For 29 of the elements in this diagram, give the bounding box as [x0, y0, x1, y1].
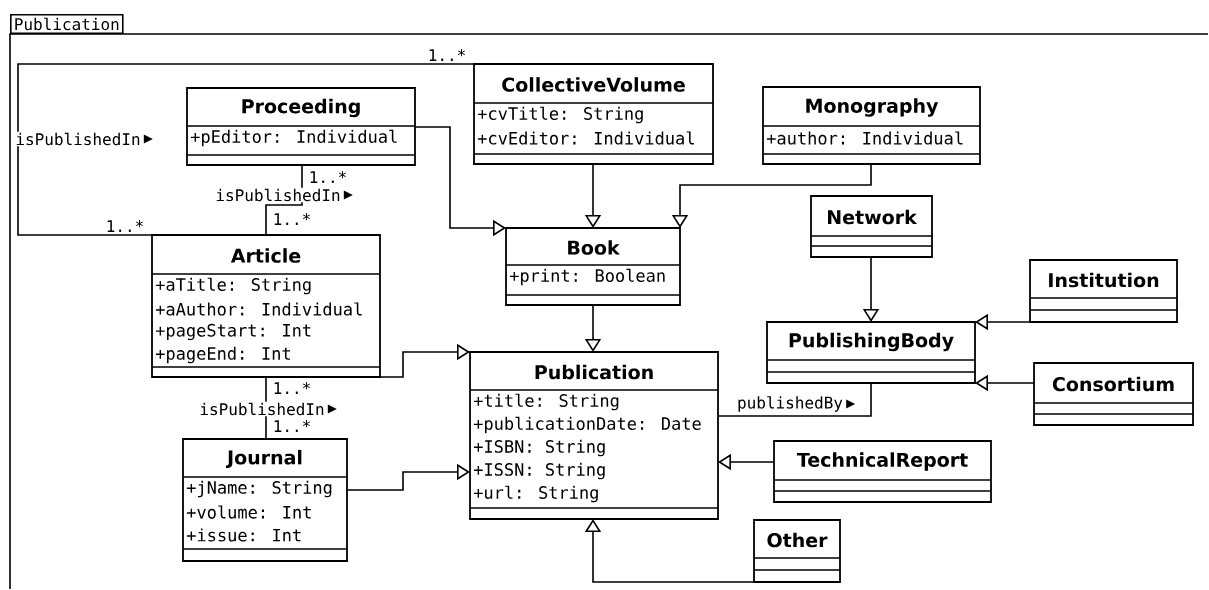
association-line	[17, 63, 475, 236]
class-box: Article +aTitle: String +aAuthor: Individual +pageStart: Int +pageEnd: Int	[151, 234, 381, 378]
generalization-arrow	[584, 519, 755, 583]
class-box: Consortium	[1033, 362, 1194, 426]
edge-label: isPublishedIn	[14, 131, 142, 147]
generalization-arrow	[346, 463, 470, 491]
class-box: Network	[810, 195, 933, 258]
class-box: Proceeding +pEditor: Individual	[186, 87, 416, 166]
class-box: Monography +author: Individual	[762, 86, 981, 165]
association-line	[265, 164, 303, 236]
class-box: TechnicalReport	[773, 440, 992, 503]
multiplicity-label: 1..*	[429, 49, 465, 61]
edge-label: isPublishedIn	[198, 401, 326, 417]
class-box: CollectiveVolume +cvTitle: String +cvEditor: Individual	[473, 63, 714, 165]
multiplicity-label: 1..*	[310, 171, 346, 183]
edge-label: isPublishedIn	[214, 187, 342, 203]
class-box: PublishingBody	[766, 321, 976, 384]
multiplicity-label: 1..*	[274, 382, 310, 394]
class-box: Publication +title: String +publicationDate: Date +ISBN: String +ISSN: String +url: String	[469, 351, 719, 520]
class-box: Book +print: Boolean	[505, 227, 681, 306]
generalization-arrow	[379, 343, 470, 378]
multiplicity-label: 1..*	[274, 213, 310, 225]
multiplicity-label: 1..*	[274, 420, 310, 432]
multiplicity-label: 1..*	[107, 220, 143, 232]
class-box: Institution	[1029, 259, 1178, 323]
class-box: Other	[753, 519, 841, 583]
association-line	[717, 382, 872, 417]
edge-label: publishedBy	[736, 395, 844, 413]
class-box: Journal +jName: String +volume: Int +issue: Int	[182, 438, 348, 562]
